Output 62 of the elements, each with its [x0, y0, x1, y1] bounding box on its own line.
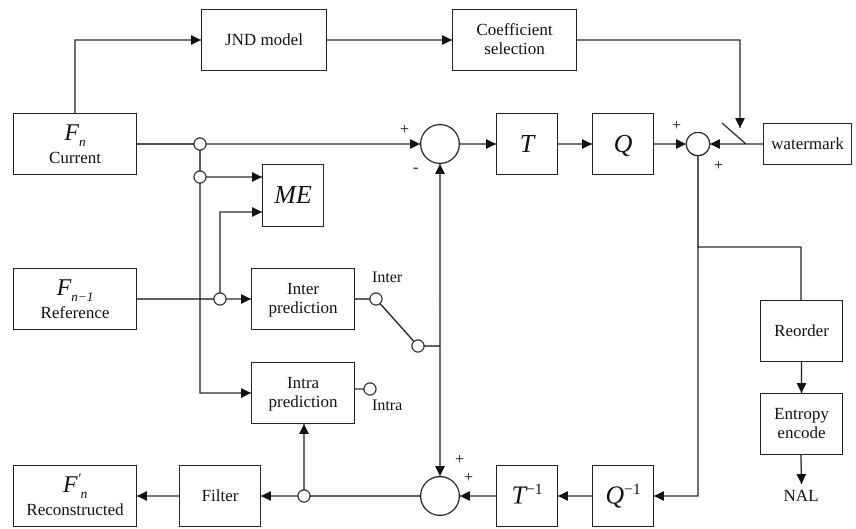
box-text: Reorder	[774, 322, 829, 340]
summing-junction	[686, 132, 710, 156]
process-box	[763, 123, 852, 165]
process-box	[592, 113, 654, 175]
box-text: F$_{n−1}$	[56, 275, 94, 304]
arrow	[654, 139, 686, 149]
switch-label: Intra	[372, 398, 402, 414]
process-box	[201, 9, 327, 71]
box-text: JND model	[225, 30, 303, 50]
arrow	[299, 424, 420, 497]
box-text: watermark	[771, 134, 844, 154]
box-text: Reference	[40, 304, 110, 323]
process-box	[496, 465, 558, 527]
process-box	[251, 362, 355, 424]
box-text: F$_{n}$	[64, 120, 86, 150]
arrow	[137, 143, 251, 398]
process-box	[13, 268, 137, 330]
arrow	[460, 139, 496, 149]
box-text: T	[520, 130, 534, 158]
arrow	[796, 454, 806, 484]
process-box	[251, 268, 355, 330]
arrow	[796, 362, 806, 393]
summing-junction	[420, 476, 460, 516]
arrow	[558, 139, 592, 149]
arrow	[74, 35, 201, 113]
arrow	[577, 39, 745, 128]
arrow	[460, 491, 496, 501]
box-text: Reconstructed	[26, 501, 124, 520]
box-text: Inter prediction	[268, 280, 338, 318]
box-text: Filter	[202, 486, 238, 506]
arrow	[137, 491, 179, 501]
box-text: Q	[614, 130, 632, 158]
process-box	[179, 465, 261, 527]
output-label: NAL	[776, 484, 826, 508]
arrow	[327, 35, 452, 45]
box-text: ME	[274, 181, 312, 210]
process-box	[262, 164, 324, 227]
sign-label: +	[672, 118, 682, 134]
box-text: Coefficient selection	[475, 21, 554, 59]
arrow	[137, 294, 251, 304]
switch-label: Inter	[372, 270, 402, 286]
summing-junction	[420, 124, 460, 164]
box-text: Q$^{−1}$	[605, 481, 641, 511]
arrow	[710, 139, 763, 149]
sign-label: +	[714, 158, 724, 174]
arrow	[355, 298, 445, 476]
process-box	[13, 465, 137, 527]
sign-label: +	[464, 470, 474, 486]
process-box	[13, 113, 137, 175]
process-box	[496, 113, 558, 175]
process-box	[760, 393, 843, 455]
sign-label: +	[455, 452, 464, 468]
process-box	[760, 300, 843, 362]
box-text: T$^{−1}$	[511, 481, 543, 511]
sign-label: +	[400, 122, 410, 138]
process-box	[592, 465, 654, 527]
box-text: Entropy encode	[773, 405, 830, 443]
box-text: Intra prediction	[268, 374, 338, 412]
box-text: Current	[49, 149, 101, 168]
process-box	[452, 9, 577, 71]
sign-label: -	[413, 160, 418, 176]
arrow	[558, 491, 592, 501]
